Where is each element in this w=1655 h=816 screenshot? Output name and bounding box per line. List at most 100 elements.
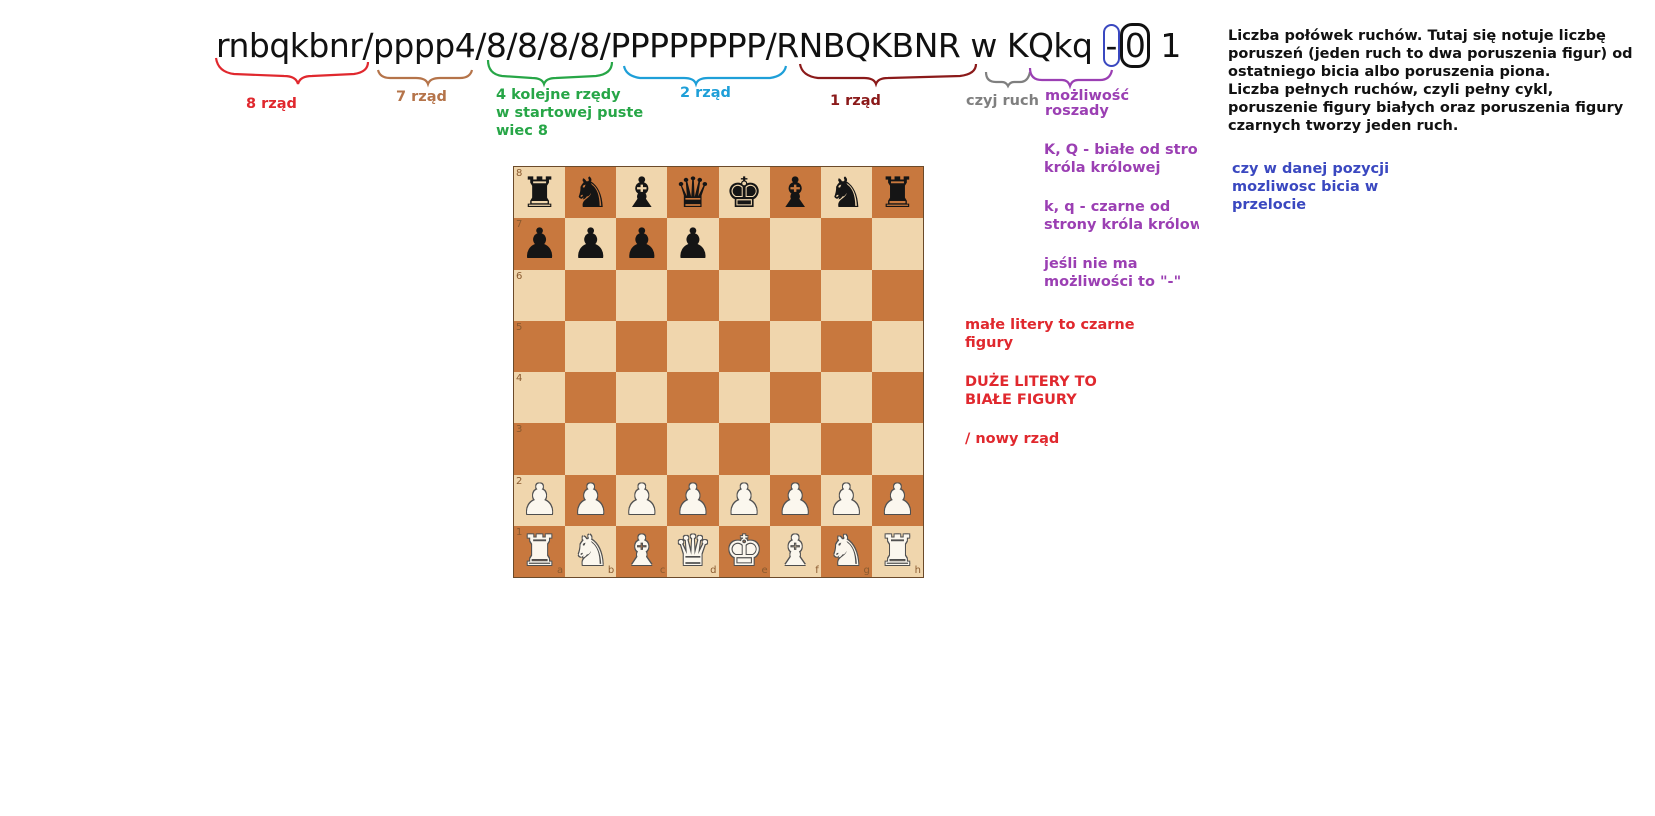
note-line: przelocie bbox=[1232, 197, 1307, 213]
black-pawn-icon: ♟ bbox=[622, 218, 661, 268]
fen-sep: / bbox=[475, 26, 486, 65]
file-coordinate: b bbox=[607, 565, 615, 576]
square-g7 bbox=[820, 218, 872, 270]
square-b3 bbox=[565, 423, 617, 475]
label-castling: możliwość roszady bbox=[1045, 89, 1129, 119]
label-empty-ranks: 4 kolejne rzędy w startowej puste wiec 8 bbox=[496, 86, 643, 140]
square-a5: 5 bbox=[514, 320, 566, 372]
square-e8: ♚ bbox=[718, 167, 770, 219]
square-h1: h♜ bbox=[871, 525, 923, 577]
note-line: mozliwosc bicia w bbox=[1232, 179, 1379, 195]
square-b1: b♞ bbox=[565, 525, 617, 577]
fen-sep: / bbox=[765, 26, 777, 65]
black-pawn-icon: ♟ bbox=[674, 218, 712, 268]
black-knight-icon: ♞ bbox=[571, 167, 610, 217]
square-h6 bbox=[871, 269, 923, 321]
note-line: czy w danej pozycji bbox=[1232, 161, 1390, 177]
rank-coordinate: 1 bbox=[516, 526, 523, 538]
square-f6 bbox=[769, 269, 821, 321]
square-d3 bbox=[667, 423, 719, 475]
square-a3: 3 bbox=[514, 423, 566, 475]
white-pawn-icon: ♟ bbox=[878, 475, 917, 525]
square-d2: ♟ bbox=[667, 474, 719, 526]
white-pawn-icon: ♟ bbox=[725, 475, 763, 525]
square-h4 bbox=[871, 372, 923, 424]
brace-rank7 bbox=[376, 69, 474, 88]
note-castling-white: K, Q - białe od strony króla królowej bbox=[1044, 141, 1199, 177]
rank-coordinate: 7 bbox=[516, 219, 523, 231]
black-rook-icon: ♜ bbox=[878, 167, 917, 217]
label-rank1: 1 rząd bbox=[830, 93, 881, 109]
fen-castling: KQkq bbox=[1006, 26, 1093, 65]
black-king-icon: ♚ bbox=[725, 167, 763, 217]
fen-sep: / bbox=[362, 26, 373, 65]
white-bishop-icon: ♝ bbox=[622, 526, 661, 576]
rank-coordinate: 2 bbox=[516, 475, 523, 487]
fen-fullmove: 1 bbox=[1160, 26, 1181, 65]
note-line: DUŻE LITERY TO bbox=[965, 374, 1097, 390]
brace-rank1 bbox=[798, 63, 978, 88]
fen-halfmove: 0 bbox=[1119, 23, 1151, 68]
note-line: możliwości to "-" bbox=[1044, 274, 1182, 290]
note-enpassant: czy w danej pozycji mozliwosc bicia w pr… bbox=[1232, 160, 1389, 214]
note-fullmove: Liczba pełnych ruchów, czyli pełny cykl,… bbox=[1228, 82, 1624, 134]
square-g4 bbox=[820, 372, 872, 424]
note-line: k, q - czarne od bbox=[1044, 199, 1171, 215]
square-c5 bbox=[616, 320, 668, 372]
white-king-icon: ♚ bbox=[725, 526, 763, 576]
square-g5 bbox=[820, 320, 872, 372]
square-f4 bbox=[769, 372, 821, 424]
file-coordinate: c bbox=[659, 565, 666, 576]
square-a8: 8♜ bbox=[514, 167, 566, 219]
square-h2: ♟ bbox=[871, 474, 923, 526]
square-e3 bbox=[718, 423, 770, 475]
square-b2: ♟ bbox=[565, 474, 617, 526]
square-a2: 2♟ bbox=[514, 474, 566, 526]
brace-turn bbox=[984, 71, 1032, 89]
fen-sep: / bbox=[599, 26, 611, 65]
file-coordinate: e bbox=[761, 565, 768, 576]
square-f8: ♝ bbox=[769, 167, 821, 219]
square-e5 bbox=[718, 320, 770, 372]
brace-rank2 bbox=[622, 65, 788, 88]
square-b6 bbox=[565, 269, 617, 321]
note-line: małe litery to czarne bbox=[965, 317, 1135, 333]
label-rank2: 2 rząd bbox=[680, 85, 731, 101]
label-turn: czyj ruch bbox=[966, 93, 1039, 109]
note-line: K, Q - białe od strony bbox=[1044, 142, 1199, 158]
square-e2: ♟ bbox=[718, 474, 770, 526]
square-d1: d♛ bbox=[667, 525, 719, 577]
note-castling-none: jeśli nie ma możliwości to "-" bbox=[1044, 255, 1181, 291]
fen-enpassant: - bbox=[1102, 24, 1120, 67]
white-pawn-icon: ♟ bbox=[520, 475, 559, 525]
black-rook-icon: ♜ bbox=[520, 167, 559, 217]
square-b4 bbox=[565, 372, 617, 424]
square-a4: 4 bbox=[514, 372, 566, 424]
label-empty-line: w startowej puste bbox=[496, 105, 644, 121]
fen-rank2: PPPPPPPP bbox=[610, 26, 766, 65]
label-castling-line: roszady bbox=[1045, 103, 1109, 119]
fen-rank7: pppp4 bbox=[372, 26, 476, 65]
square-b5 bbox=[565, 320, 617, 372]
white-bishop-icon: ♝ bbox=[776, 526, 815, 576]
square-a7: 7♟ bbox=[514, 218, 566, 270]
square-f1: f♝ bbox=[769, 525, 821, 577]
fen-empty-ranks: 8/8/8/8 bbox=[485, 26, 600, 65]
label-empty-line: 4 kolejne rzędy bbox=[496, 87, 621, 103]
note-line: króla królowej bbox=[1044, 160, 1161, 176]
rank-coordinate: 5 bbox=[516, 321, 523, 333]
square-c6 bbox=[616, 269, 668, 321]
square-c3 bbox=[616, 423, 668, 475]
black-pawn-icon: ♟ bbox=[571, 218, 610, 268]
rank-coordinate: 8 bbox=[516, 168, 523, 179]
black-pawn-icon: ♟ bbox=[520, 218, 559, 268]
square-f3 bbox=[769, 423, 821, 475]
white-pawn-icon: ♟ bbox=[622, 475, 661, 525]
rank-coordinate: 6 bbox=[516, 270, 523, 282]
square-h8: ♜ bbox=[871, 167, 923, 219]
black-bishop-icon: ♝ bbox=[776, 167, 815, 217]
note-line: figury bbox=[965, 335, 1014, 351]
square-c7: ♟ bbox=[616, 218, 668, 270]
label-empty-line: wiec 8 bbox=[496, 123, 548, 139]
square-b7: ♟ bbox=[565, 218, 617, 270]
